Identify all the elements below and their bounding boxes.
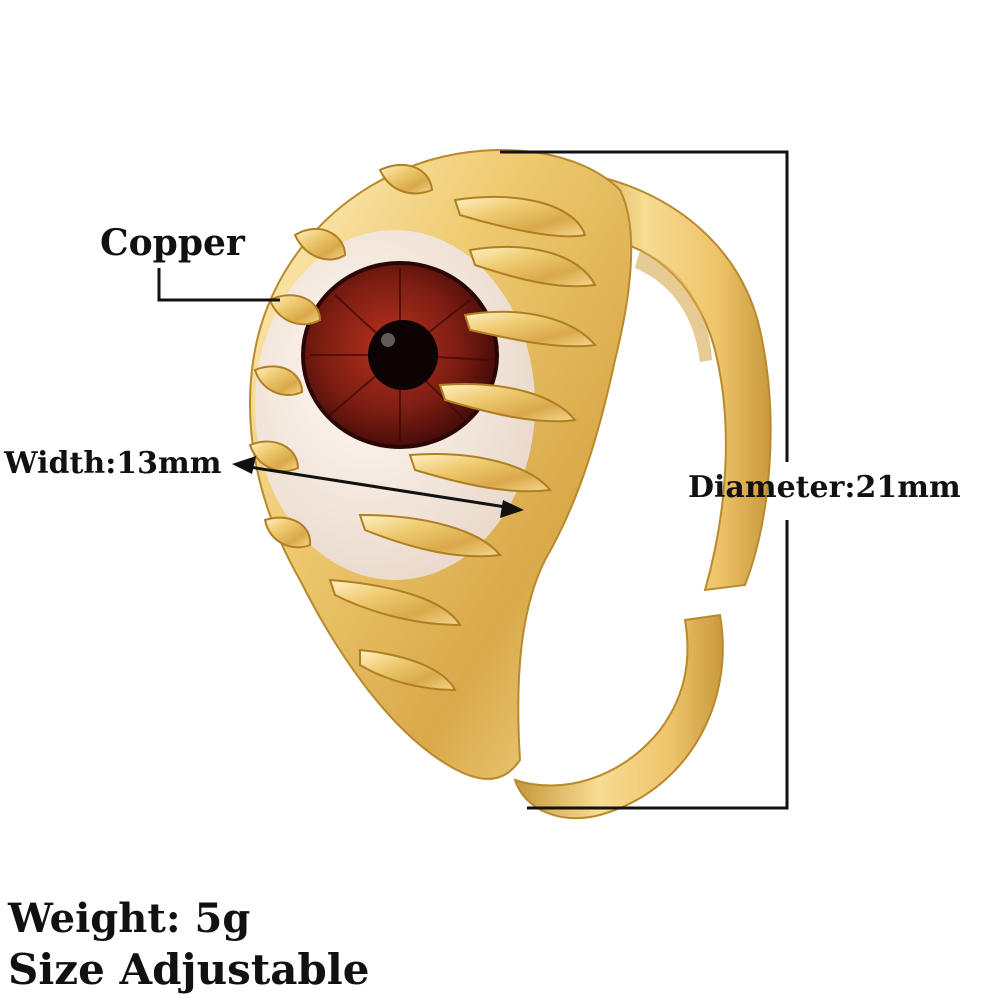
weight-label: Weight: 5g [8,895,251,942]
diameter-bracket [500,150,789,810]
copper-leader-line [157,268,280,302]
size-label: Size Adjustable [8,945,370,994]
diameter-label: Diameter:21mm [688,470,961,505]
width-label: Width:13mm [4,446,222,481]
ring-band [513,168,772,820]
claw-prongs [248,163,597,692]
material-label: Copper [100,222,245,264]
width-arrow [232,456,524,518]
